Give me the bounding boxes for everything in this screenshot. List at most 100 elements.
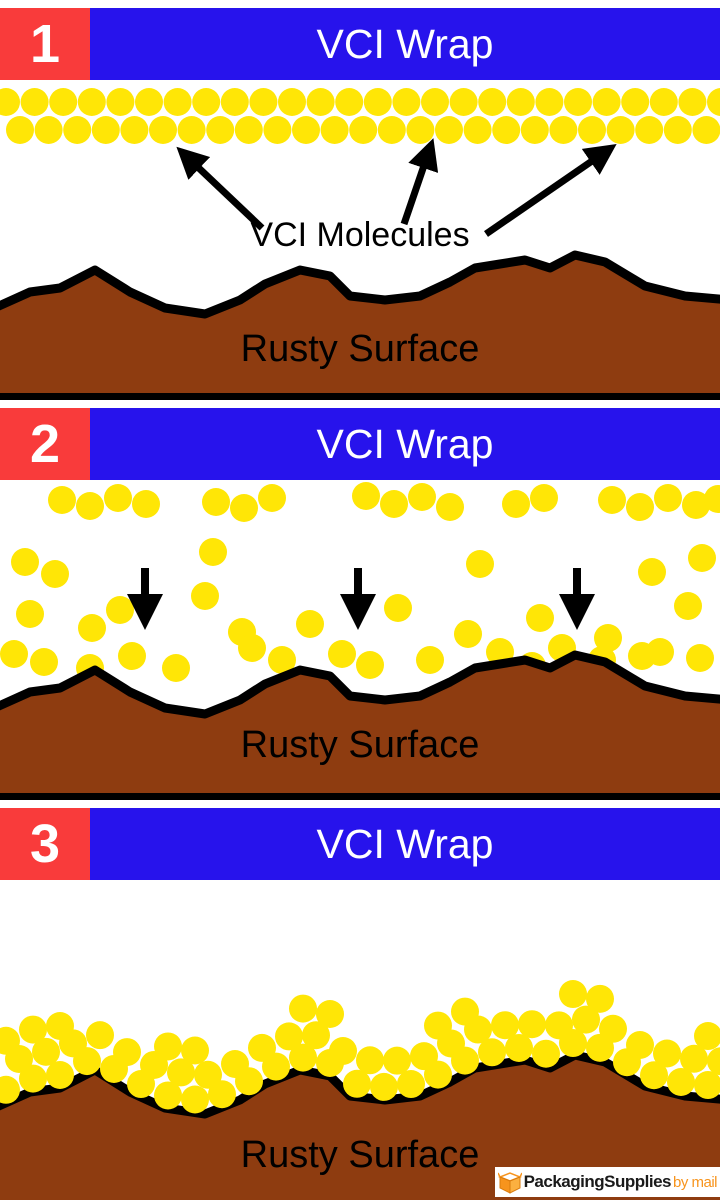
vci-molecule: [356, 1046, 384, 1075]
vci-molecule: [163, 88, 192, 116]
vci-molecule: [238, 634, 266, 662]
vci-molecule: [598, 486, 626, 514]
vci-molecule: [384, 594, 412, 622]
vci-molecule: [199, 538, 227, 566]
vci-molecules-label: VCI Molecules: [250, 216, 470, 254]
vci-molecule: [202, 488, 230, 516]
vci-molecule: [436, 493, 464, 521]
logo-brand-text: PackagingSupplies: [523, 1172, 672, 1191]
vci-molecule: [356, 651, 384, 679]
vci-molecule: [46, 1012, 74, 1040]
vci-molecule: [113, 1038, 141, 1067]
vci-molecule: [343, 1069, 371, 1098]
vci-molecule: [397, 1070, 425, 1099]
vci-molecule: [162, 654, 190, 682]
vci-molecule: [306, 88, 335, 116]
vci-molecule: [106, 88, 135, 116]
vci-molecule: [76, 492, 104, 520]
step-number-badge: 2: [0, 408, 90, 480]
vci-molecule: [16, 600, 44, 628]
vci-molecule: [335, 88, 364, 116]
vci-molecule: [263, 116, 292, 144]
vci-molecule: [451, 997, 479, 1026]
vci-molecule: [91, 116, 120, 144]
vci-molecule: [19, 1015, 47, 1044]
vci-molecule: [181, 1036, 209, 1065]
vci-molecule: [466, 550, 494, 578]
vci-molecule: [78, 614, 106, 642]
vci-molecule: [258, 484, 286, 512]
vci-molecule: [316, 1000, 344, 1028]
vci-molecule: [363, 88, 392, 116]
vci-molecule: [502, 490, 530, 518]
vci-molecule: [230, 494, 258, 522]
vci-molecule: [653, 1039, 681, 1068]
vci-molecule: [435, 116, 463, 144]
vci-molecule: [707, 88, 720, 116]
vci-molecule: [30, 648, 58, 676]
vci-molecule: [275, 1022, 303, 1051]
vci-molecule: [606, 116, 635, 144]
vci-molecule: [234, 116, 263, 144]
panel-1-illustration: [0, 88, 720, 393]
vci-molecule: [370, 1072, 398, 1101]
panel-2-header: 2 VCI Wrap: [0, 408, 720, 480]
vci-molecule: [406, 116, 435, 144]
step-number: 3: [29, 814, 61, 874]
vci-molecule: [383, 1046, 411, 1075]
vci-molecule: [640, 1061, 668, 1090]
arrow-icon: [176, 146, 265, 231]
vci-molecule: [492, 116, 521, 144]
vci-molecule: [424, 1011, 452, 1040]
box-icon: [497, 1172, 522, 1194]
vci-molecule: [667, 1068, 695, 1096]
logo-suffix-text: by mail: [672, 1173, 718, 1191]
vci-molecule: [505, 1033, 533, 1062]
vci-molecule: [449, 88, 478, 116]
vci-molecule: [377, 116, 406, 144]
vci-molecule: [649, 88, 678, 116]
vci-molecule: [491, 1011, 519, 1040]
vci-molecule: [559, 980, 587, 1009]
vci-molecule: [181, 1085, 209, 1114]
vci-molecule: [20, 88, 49, 116]
vci-molecule: [0, 1026, 20, 1055]
vci-molecule: [518, 1010, 546, 1039]
vci-molecule: [329, 1037, 357, 1065]
vci-molecule: [292, 116, 320, 144]
vci-molecule: [688, 544, 716, 572]
vci-molecule: [41, 560, 69, 588]
vci-molecule: [626, 1031, 654, 1059]
vci-molecule: [11, 548, 39, 576]
vci-molecule: [628, 642, 656, 670]
vci-molecule: [268, 646, 296, 674]
vci-molecule: [154, 1032, 182, 1061]
vci-molecule: [19, 1064, 47, 1093]
vci-molecule: [191, 582, 219, 610]
vci-molecule: [478, 88, 507, 116]
vci-molecule: [678, 88, 707, 116]
vci-molecule: [352, 482, 380, 510]
vci-molecule: [707, 1047, 720, 1076]
vci-wrap-label: VCI Wrap: [316, 820, 494, 867]
vci-molecule: [118, 642, 146, 670]
vci-molecule: [167, 1058, 195, 1087]
vci-molecule: [154, 1081, 182, 1110]
vci-molecule: [694, 1071, 720, 1100]
panel-step-2: 2 VCI Wrap Rusty Surface: [0, 400, 720, 800]
vci-molecule: [206, 116, 235, 144]
vci-molecule: [34, 116, 63, 144]
vci-molecule: [532, 1039, 560, 1068]
vci-molecule: [594, 624, 622, 652]
vci-molecule: [132, 490, 160, 518]
vci-molecule: [120, 116, 149, 144]
rusty-surface-shape: [0, 250, 720, 393]
vci-molecule: [380, 490, 408, 518]
vci-molecule: [192, 88, 221, 116]
vci-molecule: [520, 116, 549, 144]
vci-molecule: [0, 88, 20, 116]
vci-molecule: [104, 484, 132, 512]
vci-molecule: [592, 88, 621, 116]
rusty-surface-label: Rusty Surface: [240, 328, 480, 370]
vci-wrap-bar: VCI Wrap: [90, 808, 720, 880]
